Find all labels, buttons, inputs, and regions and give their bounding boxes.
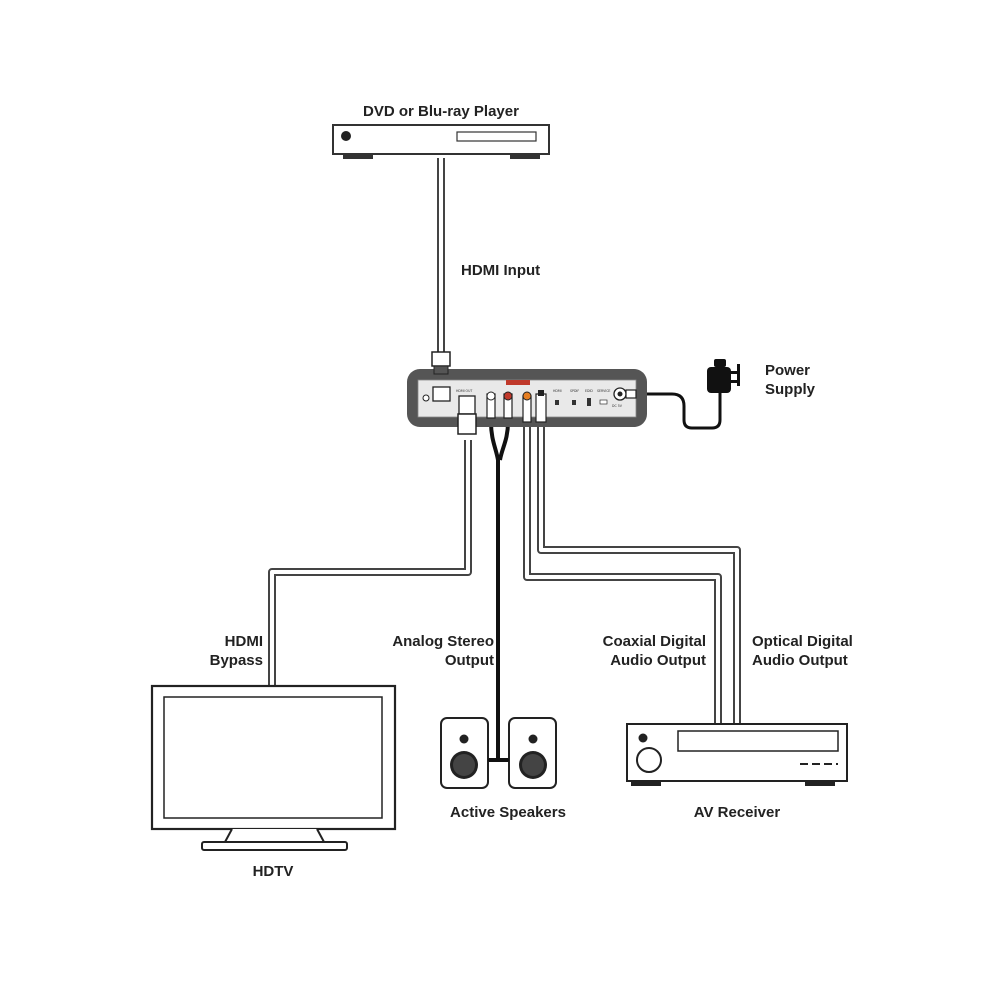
hdtv-label: HDTV [252,863,294,880]
hdtv [150,684,397,851]
coaxial-digital-label: Coaxial Digital Audio Output [602,633,706,669]
hdmi-bypass-label: HDMI Bypass [209,633,263,669]
svg-text:SPDIF: SPDIF [570,389,579,393]
power-supply-label: Power Supply [765,362,816,398]
active-speakers-label: Active Speakers [450,804,566,821]
svg-text:EDID: EDID [585,389,593,393]
optical-digital-cable [537,425,741,724]
analog-stereo-label: Analog Stereo Output [392,633,494,669]
dvd-player-label: DVD or Blu-ray Player [363,103,519,120]
svg-text:SERVICE: SERVICE [597,389,610,393]
dvd-player [332,124,550,159]
optical-digital-label: Optical Digital Audio Output [752,633,853,669]
svg-text:HDMI OUT: HDMI OUT [456,389,472,393]
hdmi-input-label: HDMI Input [461,262,541,279]
analog-stereo-cable [485,421,512,762]
av-receiver-label: AV Receiver [693,804,781,821]
hdmi-bypass-cable [268,440,472,686]
av-receiver [626,723,848,786]
svg-text:DC 5V: DC 5V [612,404,623,408]
active-speakers [440,717,557,789]
svg-text:HDMI: HDMI [553,389,562,393]
power-cable [636,392,722,430]
power-adapter [707,359,740,393]
coaxial-digital-cable [523,425,722,724]
audio-extractor-device: HDMI OUT HDMI SPDIF EDID SERVICE DC 5V [407,351,647,435]
